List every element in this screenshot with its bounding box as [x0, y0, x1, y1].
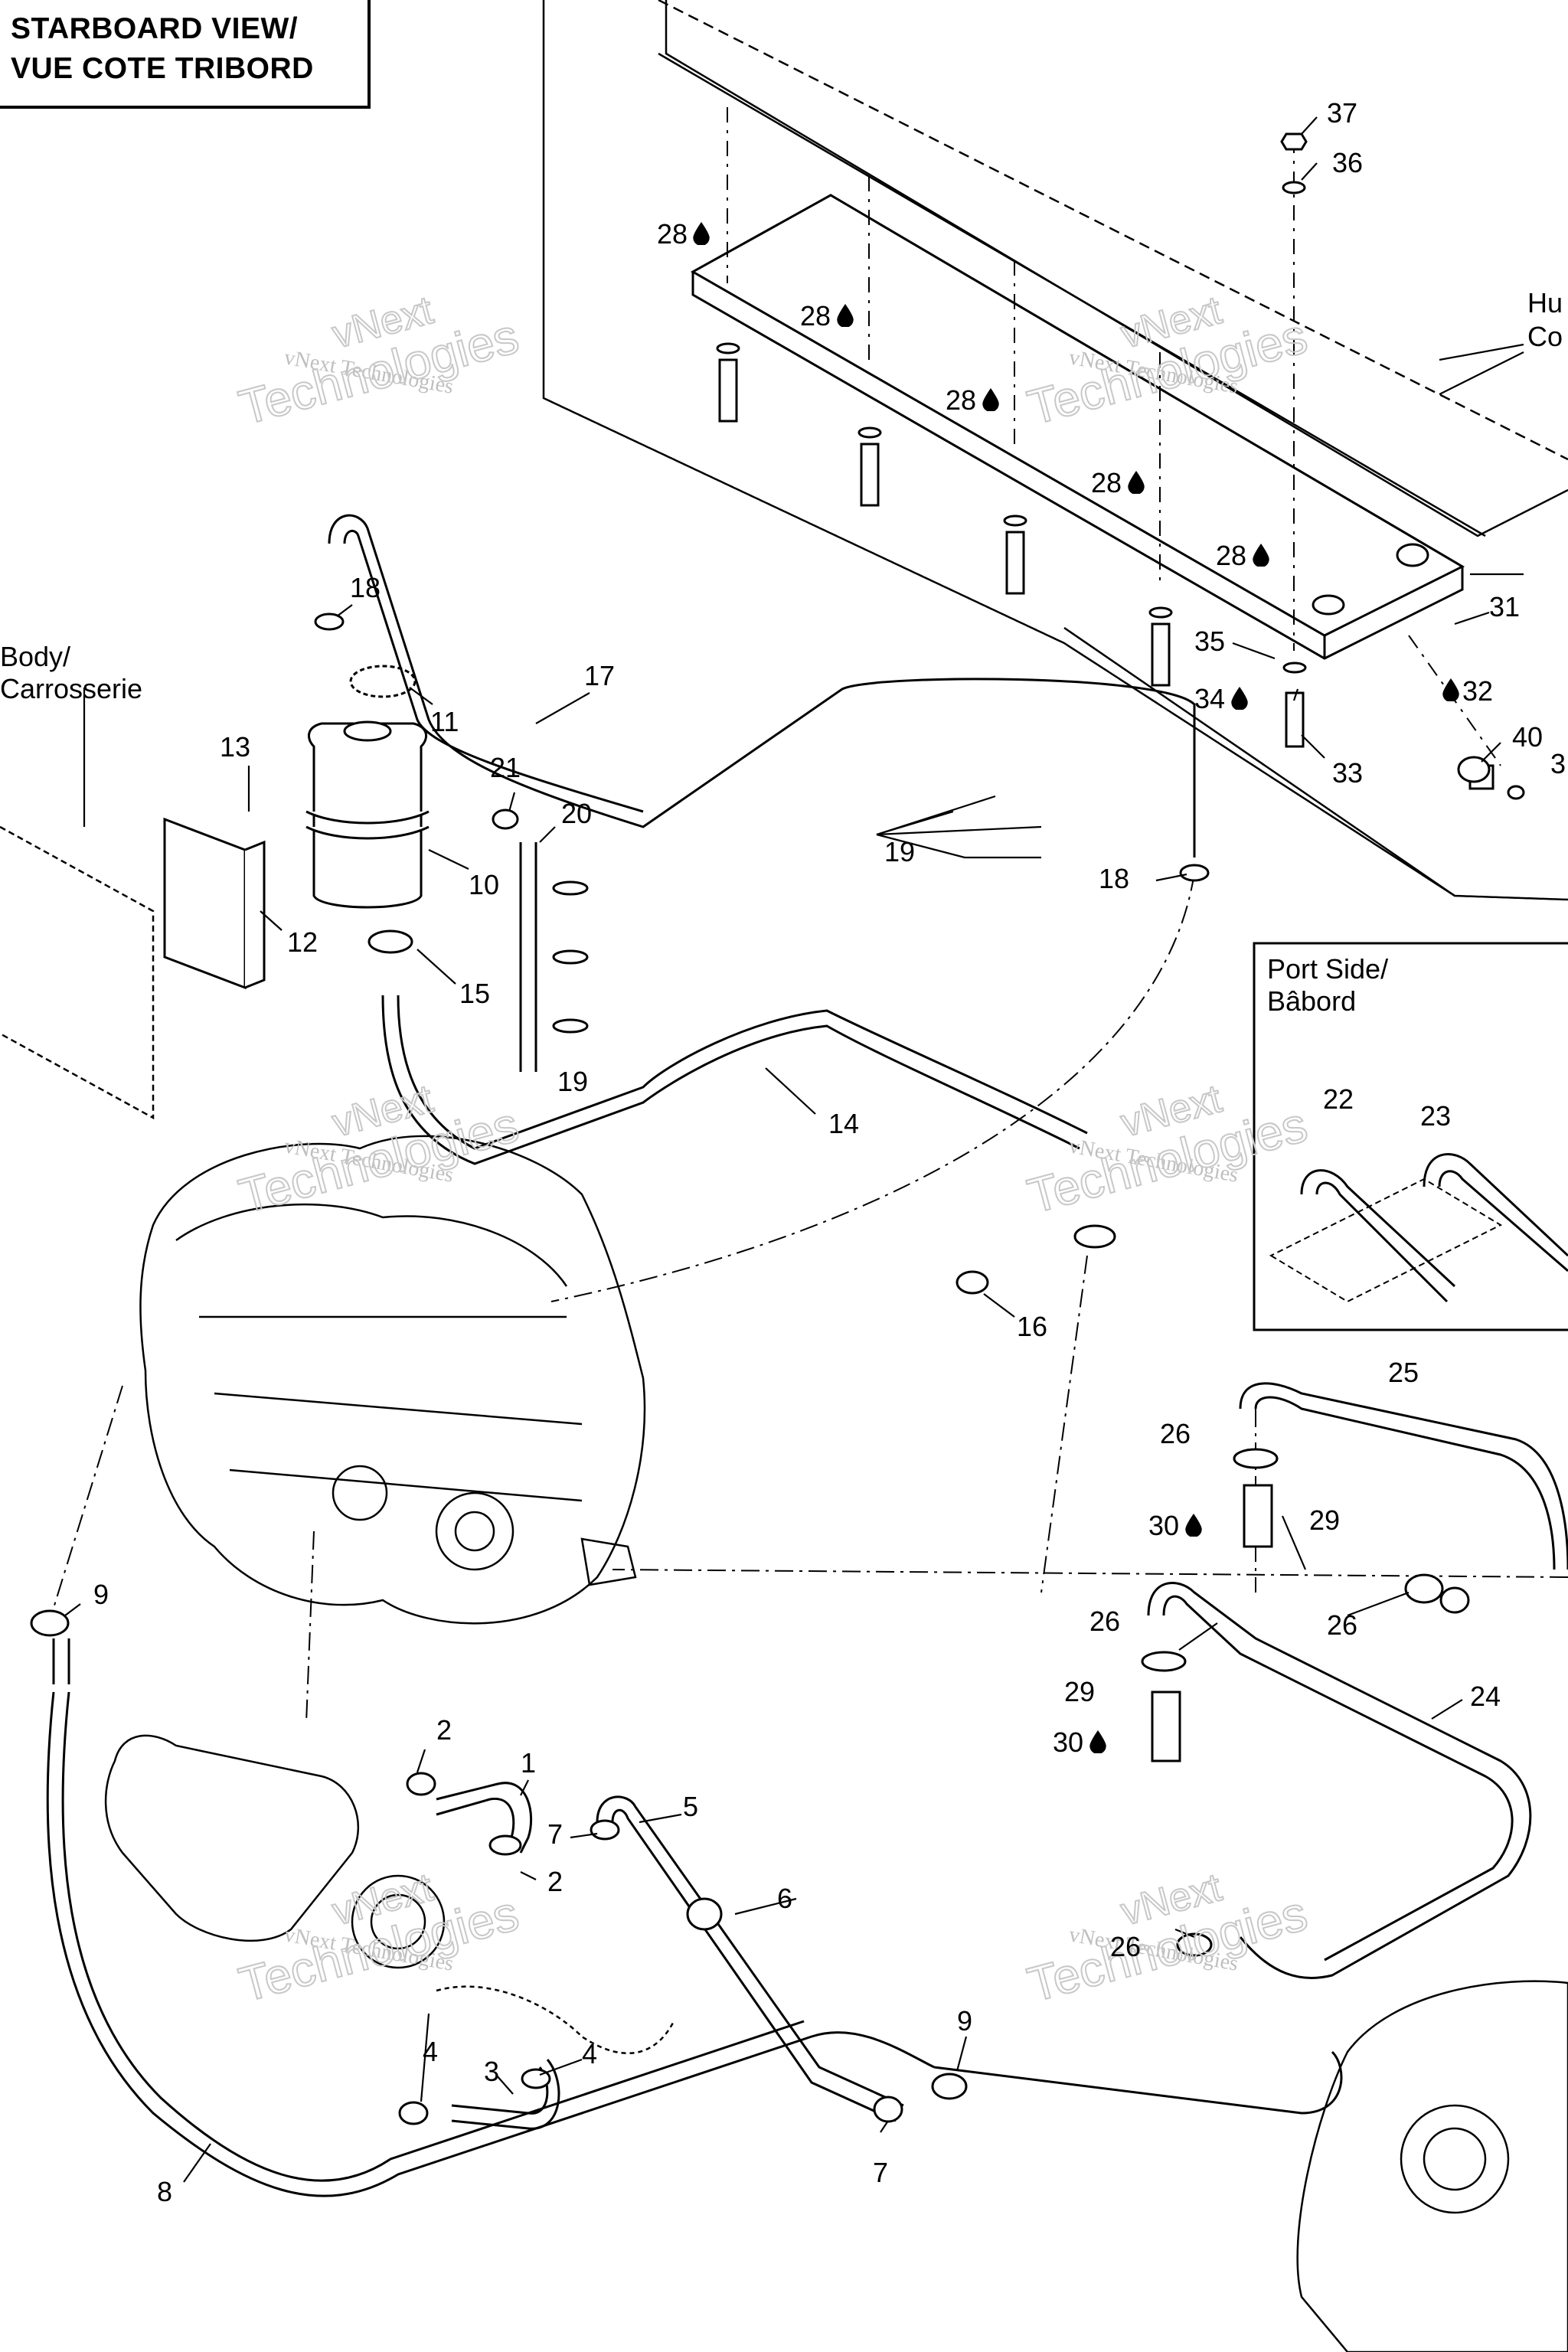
- label-body-en: Body/: [0, 641, 70, 672]
- callout-37: 37: [1327, 97, 1357, 129]
- callout-28: 28: [1216, 540, 1246, 571]
- callout-33: 33: [1332, 757, 1363, 789]
- reservoir-cap: [349, 665, 416, 698]
- sealant-drop-icon: [693, 222, 710, 245]
- callout-17: 17: [584, 660, 615, 691]
- callout-26: 26: [1110, 1931, 1141, 1962]
- callout-36: 36: [1332, 147, 1363, 178]
- callout-26: 26: [1160, 1418, 1191, 1449]
- callouts: 37 36 28 28 28 28 28 31 32 35 34 33 40 3…: [93, 97, 1566, 2207]
- callout-4: 4: [423, 2036, 438, 2067]
- callout-22: 22: [1323, 1083, 1354, 1115]
- hull-outline: [542, 0, 1568, 901]
- callout-19: 19: [884, 836, 915, 867]
- sealant-drop-icon: [1231, 687, 1248, 710]
- label-hull-fr: Co: [1527, 321, 1563, 352]
- callout-6: 6: [777, 1883, 792, 1914]
- jet-pump-housing: [1296, 1980, 1568, 2352]
- callout-30: 30: [1148, 1510, 1179, 1541]
- callout-7: 7: [547, 1818, 563, 1850]
- callout-12: 12: [287, 926, 318, 958]
- callout-34: 34: [1194, 683, 1225, 714]
- body-panel: [0, 825, 155, 1120]
- callout-29: 29: [1309, 1504, 1340, 1536]
- label-port-fr: Bâbord: [1267, 985, 1356, 1017]
- callout-16: 16: [1017, 1311, 1047, 1342]
- coolant-reservoir: [305, 720, 430, 909]
- callout-9: 9: [93, 1579, 109, 1610]
- callout-21: 21: [490, 752, 521, 783]
- callout-40: 40: [1512, 721, 1543, 753]
- bolts: [716, 132, 1429, 748]
- sealant-drop-icon: [1089, 1730, 1106, 1753]
- callout-29: 29: [1064, 1676, 1095, 1707]
- support-plate: [690, 194, 1465, 660]
- callout-11: 11: [430, 706, 459, 737]
- callout-1: 1: [521, 1747, 536, 1779]
- hoses: [46, 514, 1568, 2197]
- callout-13: 13: [220, 731, 250, 763]
- callout-28: 28: [657, 218, 688, 250]
- view-title-box: STARBOARD VIEW/ VUE COTE TRIBORD: [0, 0, 371, 109]
- callout-2: 2: [436, 1714, 452, 1746]
- hose-clamps: [30, 612, 1525, 2125]
- callout-3-edge: 3: [1550, 748, 1566, 779]
- callout-31: 31: [1489, 591, 1520, 622]
- callout-10: 10: [469, 869, 499, 900]
- callout-7: 7: [873, 2157, 888, 2188]
- callout-35: 35: [1194, 626, 1225, 657]
- callout-28: 28: [946, 384, 976, 416]
- callout-20: 20: [561, 798, 592, 829]
- label-body-fr: Carrosserie: [0, 673, 142, 704]
- callout-30: 30: [1053, 1726, 1083, 1758]
- callout-8: 8: [157, 2176, 172, 2207]
- callout-5: 5: [683, 1791, 698, 1822]
- view-title-line2: VUE COTE TRIBORD: [11, 52, 314, 85]
- callout-18: 18: [350, 572, 381, 603]
- callout-4: 4: [582, 2038, 597, 2069]
- sealant-drop-icon: [1442, 678, 1459, 701]
- callout-2: 2: [547, 1866, 563, 1897]
- callout-25: 25: [1388, 1357, 1419, 1388]
- label-hull-en: Hu: [1527, 287, 1563, 318]
- sealant-drop-icon: [1185, 1514, 1202, 1537]
- view-title-line1: STARBOARD VIEW/: [11, 12, 299, 45]
- callout-28: 28: [1091, 467, 1122, 498]
- callout-26: 26: [1327, 1609, 1357, 1641]
- callout-23: 23: [1420, 1100, 1451, 1132]
- callout-28: 28: [800, 300, 831, 332]
- leader-lines: [64, 116, 1524, 2183]
- engine-block: [139, 1135, 646, 1625]
- label-port-en: Port Side/: [1267, 953, 1388, 985]
- callout-32: 32: [1462, 675, 1493, 707]
- mounting-bracket: [163, 817, 266, 990]
- callout-19: 19: [557, 1066, 588, 1097]
- exhaust-manifold: [104, 1734, 675, 2055]
- callout-14: 14: [828, 1108, 859, 1139]
- callout-3: 3: [484, 2056, 499, 2087]
- callout-9: 9: [957, 2005, 972, 2037]
- port-side-inset: [1253, 942, 1568, 1331]
- callout-18: 18: [1099, 863, 1129, 894]
- callout-26: 26: [1089, 1606, 1120, 1637]
- callout-24: 24: [1470, 1681, 1501, 1712]
- callout-15: 15: [459, 978, 490, 1009]
